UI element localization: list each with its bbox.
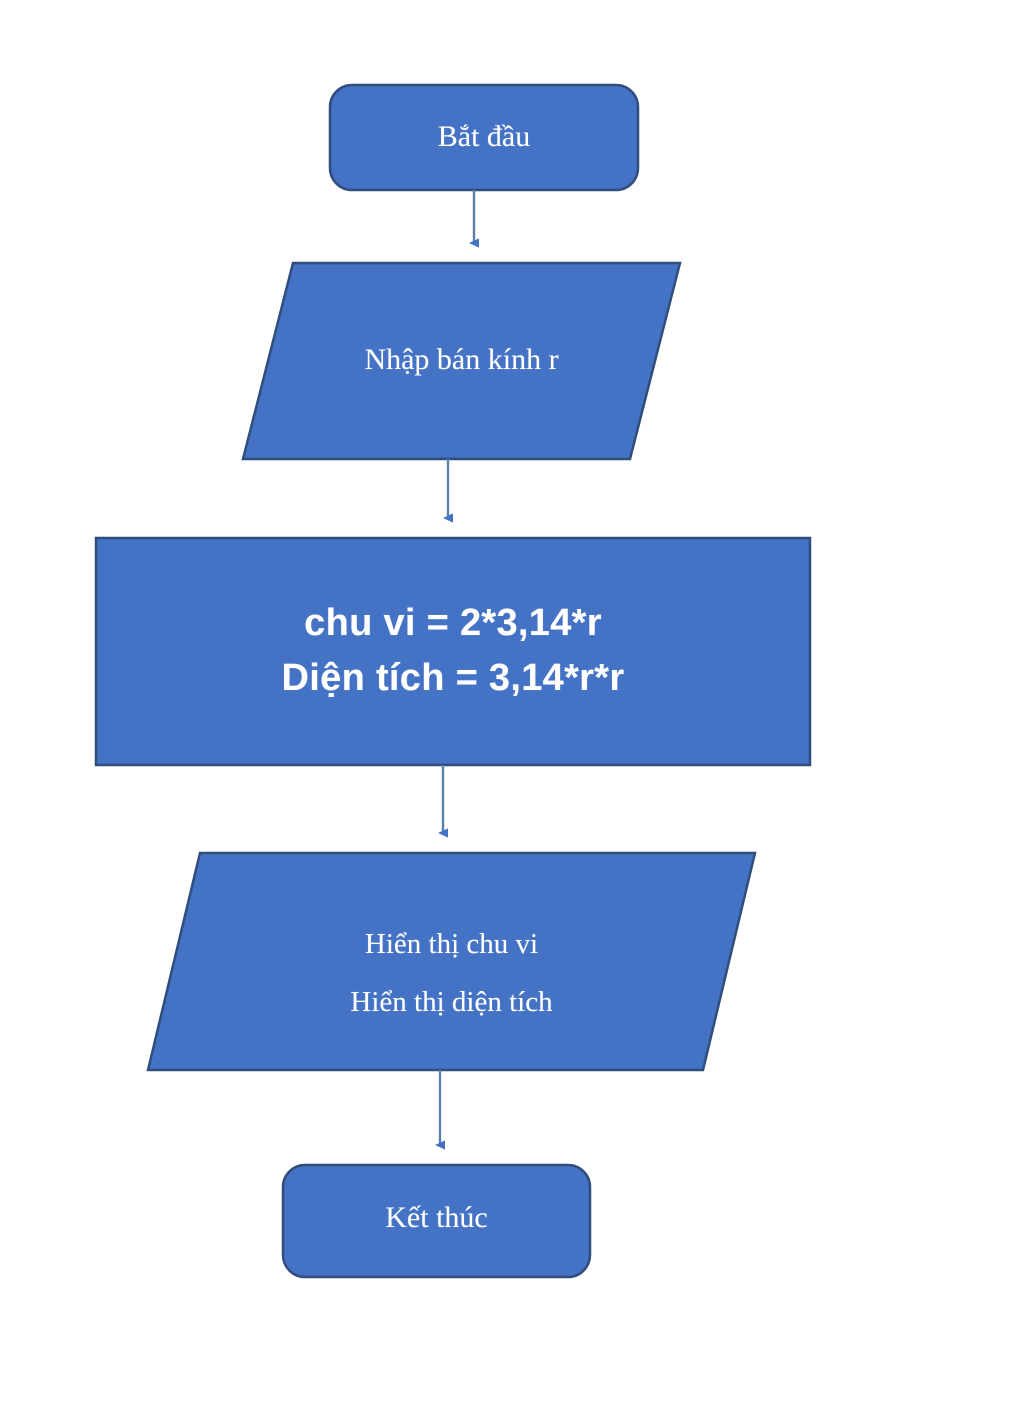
- node-input-radius[interactable]: [241, 261, 682, 461]
- node-output-results[interactable]: [146, 851, 757, 1072]
- node-compute[interactable]: [94, 536, 812, 767]
- node-end[interactable]: [281, 1163, 592, 1279]
- node-start[interactable]: [328, 83, 640, 192]
